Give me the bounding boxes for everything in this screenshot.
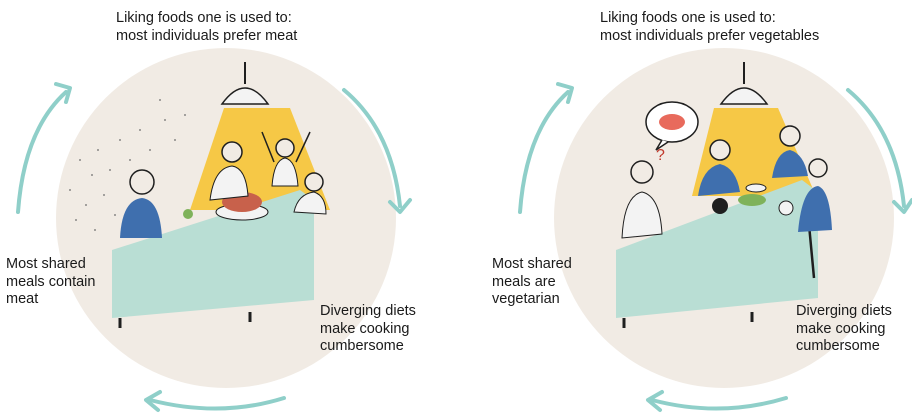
cycle-panel-vegetables: ? Liking f xyxy=(456,0,912,418)
cycle-arrows xyxy=(16,88,402,411)
person-standing-serving xyxy=(209,141,249,201)
person-seated-right xyxy=(293,172,327,215)
cycle-arrows xyxy=(518,88,906,411)
ceiling-lamp-icon xyxy=(719,62,769,105)
person-serving xyxy=(772,125,808,178)
left-label: Most shared meals contain meat xyxy=(6,256,96,307)
meat-scene-illustration xyxy=(16,48,412,412)
arrow-bottom xyxy=(148,396,286,411)
person-seated-right xyxy=(798,158,832,232)
top-label: Liking foods one is used to: most indivi… xyxy=(116,10,298,44)
dining-table xyxy=(112,190,314,318)
person-seated-left xyxy=(120,169,162,238)
ceiling-lamp-icon xyxy=(220,62,270,105)
dining-table xyxy=(616,180,818,318)
vegetable-dishes-icon xyxy=(712,183,794,216)
arrow-heads xyxy=(54,82,412,412)
arrow-heads xyxy=(556,82,912,412)
person-seated-center xyxy=(698,139,740,196)
steak-thought-icon xyxy=(645,101,699,151)
right-label: Diverging diets make cooking cumbersome xyxy=(320,303,416,354)
right-label: Diverging diets make cooking cumbersome xyxy=(796,303,892,354)
left-label: Most shared meals are vegetarian xyxy=(492,256,572,307)
question-mark-icon: ? xyxy=(656,147,665,164)
vegetable-scene-illustration: ? xyxy=(518,48,912,412)
broccoli-icon xyxy=(183,209,193,219)
cycle-panel-meat: Liking foods one is used to: most indivi… xyxy=(6,10,416,412)
arrow-down-right xyxy=(342,88,402,208)
person-seated-left xyxy=(621,160,663,239)
arrow-up-left xyxy=(16,90,68,214)
person-cheering xyxy=(261,131,311,187)
top-label: Liking foods one is used to: most indivi… xyxy=(600,10,820,44)
arrow-bottom xyxy=(650,396,788,411)
arrow-up-left xyxy=(518,90,570,214)
arrow-down-right xyxy=(846,88,906,208)
speckle-dots xyxy=(69,99,186,231)
